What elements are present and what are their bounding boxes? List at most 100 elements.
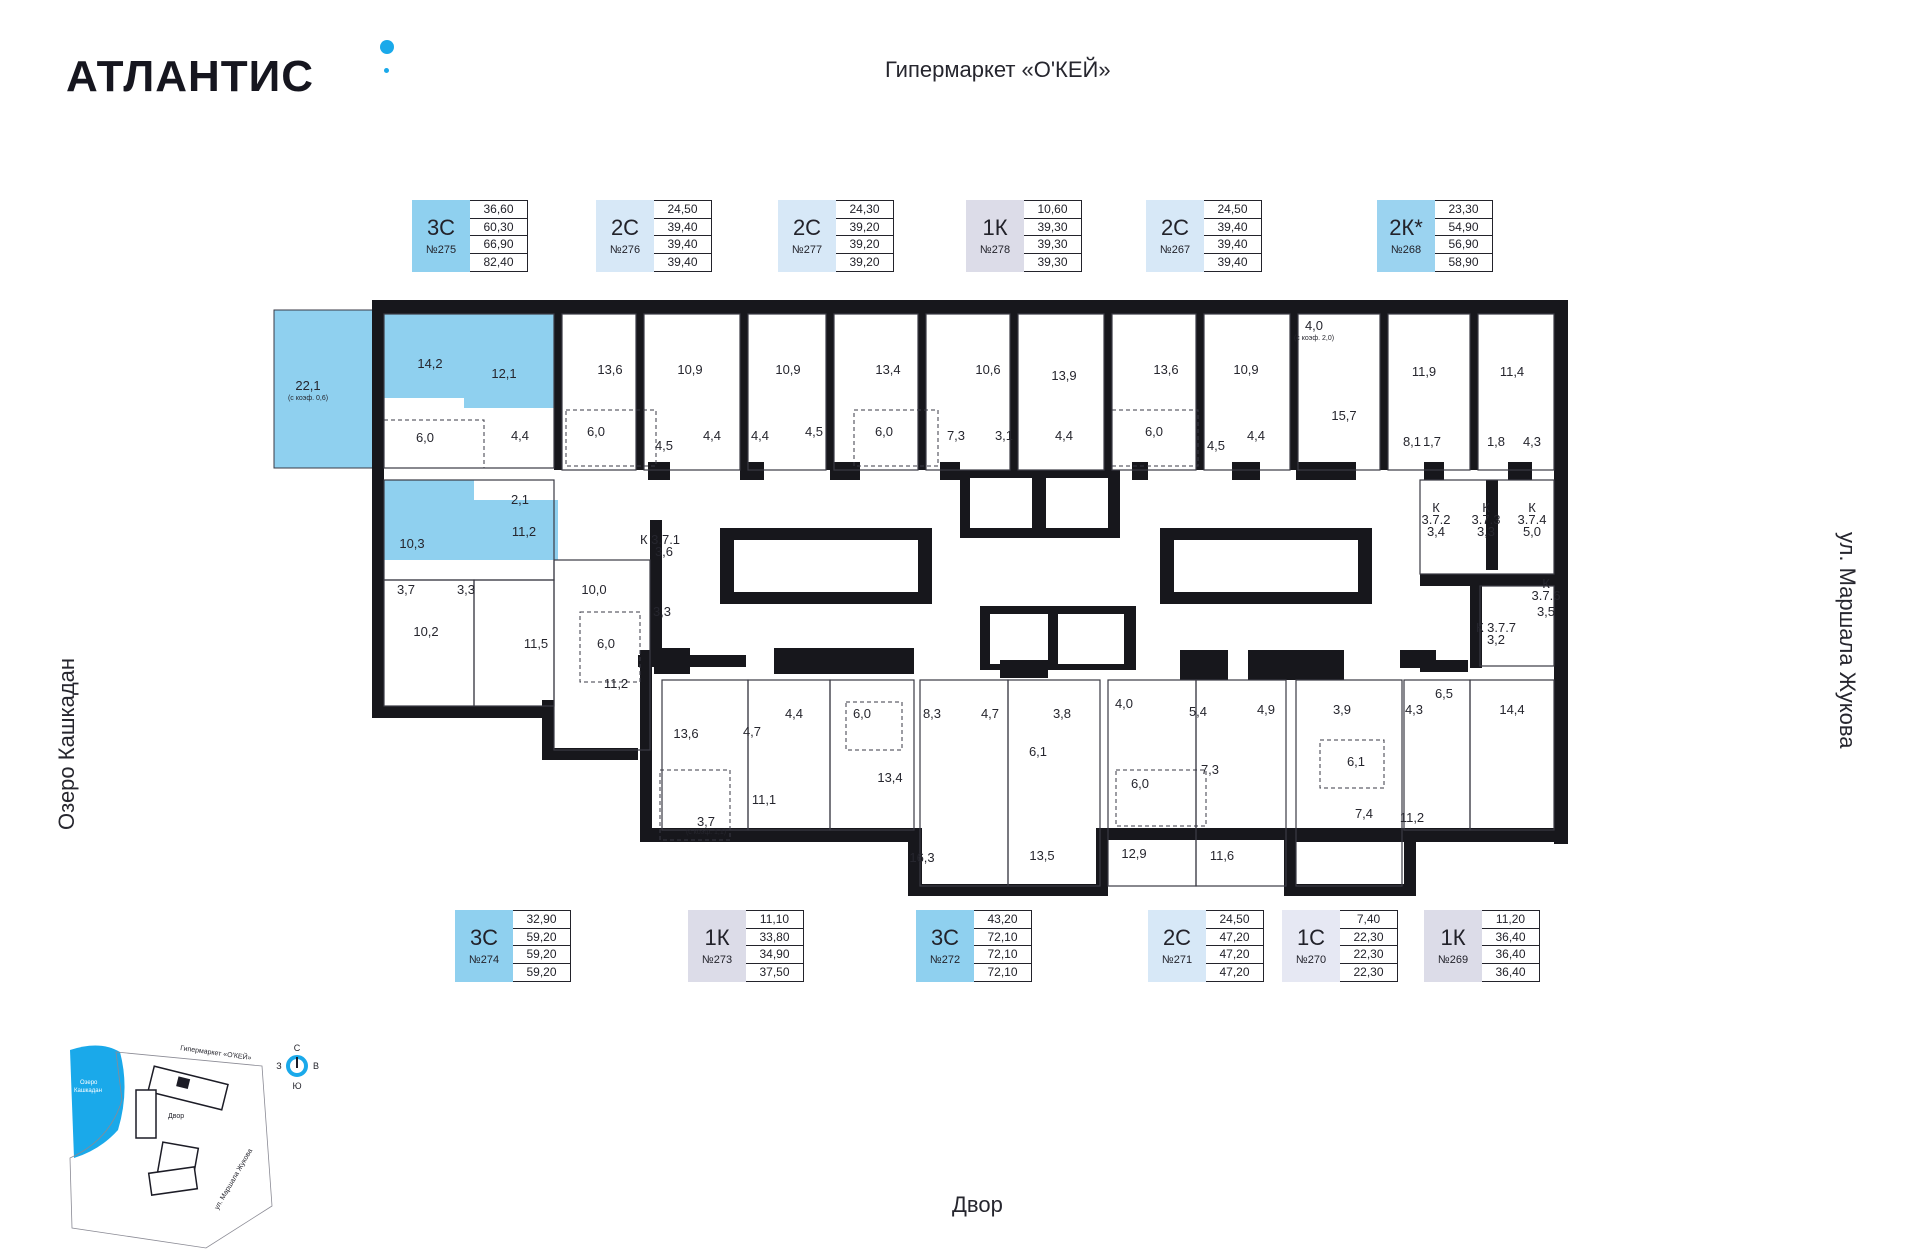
apartment-type: 3С [930,925,960,950]
area-value: 82,40 [483,254,514,269]
room-area-label: К 3.7.1 [640,532,680,547]
room-area-label: 10,0 [581,582,606,597]
area-value: 39,30 [1024,219,1081,236]
apartment-type: 1К [982,215,1008,240]
room-area-label: 16,3 [909,850,934,865]
room-area-label: 4,5 [805,424,823,439]
room-area-label: К 3.7.7 [1476,620,1516,635]
room-area-label: 6,1 [1347,754,1365,769]
area-value: 39,40 [654,236,711,254]
room-area-label: К [1542,576,1550,591]
dashed-zones [383,409,1385,841]
room-area-label: 15,7 [1331,408,1356,423]
room-area-label: 6,0 [1131,776,1149,791]
room-area-label: 14,4 [1499,702,1524,717]
apartment-type: 3С [426,215,456,240]
room-area-label: 1,7 [1423,434,1441,449]
minimap-site-outline [69,1051,273,1249]
area-value: 33,80 [746,929,803,946]
room-area-label: 4,3 [1523,434,1541,449]
area-value: 66,90 [470,236,527,254]
minimap-street-label: ул. Маршала Жукова [214,1148,255,1211]
area-value: 47,20 [1206,946,1263,964]
area-value: 36,40 [1482,929,1539,946]
room-area-label: 3.7.2 [1422,512,1451,527]
apartment-number: №267 [1159,244,1191,256]
room-area-label: 10,9 [1233,362,1258,377]
area-value: 58,90 [1448,254,1479,269]
room-area-label: 4,4 [511,428,529,443]
room-area-label: 4,4 [703,428,721,443]
apartment-type: 1С [1296,925,1326,950]
room-area-label: 6,0 [597,636,615,651]
room-area-label: 3,9 [1333,702,1351,717]
room-area-label: 13,6 [673,726,698,741]
location-minimap: Гипермаркет «О'КЕЙ» Озеро Кашкадан Двор … [69,1043,273,1249]
compass-n: С [294,1043,301,1053]
room-area-label: 6,0 [416,430,434,445]
room-bath [474,500,558,560]
room-area-label: 3,4 [1427,524,1445,539]
area-value: 36,60 [470,201,527,219]
room-area-label: 4,4 [1055,428,1073,443]
room-area-label: 3,7 [697,814,715,829]
room-area-label: 2,1 [511,492,529,507]
apartment-number: №270 [1295,954,1327,966]
room-area-label: 6,0 [1145,424,1163,439]
area-value: 32,90 [513,911,570,929]
room-bedroom [464,310,554,408]
label-north: Гипермаркет «О'КЕЙ» [885,57,1111,82]
room-area-label: 11,9 [1412,364,1436,379]
room-area-label: К [1528,500,1536,515]
minimap-building [147,1166,199,1196]
area-value: 72,10 [987,964,1018,979]
room-area-label: 13,4 [877,770,902,785]
area-value: 56,90 [1435,236,1492,254]
room-area-label: 6,0 [853,706,871,721]
apartment-type: 3С [469,925,499,950]
room-area-label: 11,1 [752,792,776,807]
interior-partitions [383,313,1555,887]
room-area-label: 8,3 [923,706,941,721]
highlighted-apartment-275[interactable] [273,309,558,560]
area-value: 39,40 [1204,219,1261,236]
room-area-label: 3.7.4 [1518,512,1547,527]
area-value: 39,20 [849,254,880,269]
area-value: 60,30 [470,219,527,236]
area-value: 39,30 [1024,236,1081,254]
room-area-label: (с коэф. 2,0) [1294,335,1334,342]
room-area-label: 13,6 [597,362,622,377]
room-area-label: 12,1 [491,366,516,381]
area-value: 59,20 [513,929,570,946]
area-value: 34,90 [746,946,803,964]
room-area-label: 4,0 [1305,318,1323,333]
apartment-number: №269 [1437,954,1469,966]
room-area-label: 4,4 [1247,428,1265,443]
minimap-building-current [176,1076,191,1089]
area-value: 10,60 [1024,201,1081,219]
room-area-label: 14,2 [417,356,442,371]
area-value: 39,20 [836,236,893,254]
room-area-label: 4,4 [751,428,769,443]
area-value: 22,30 [1353,964,1384,979]
